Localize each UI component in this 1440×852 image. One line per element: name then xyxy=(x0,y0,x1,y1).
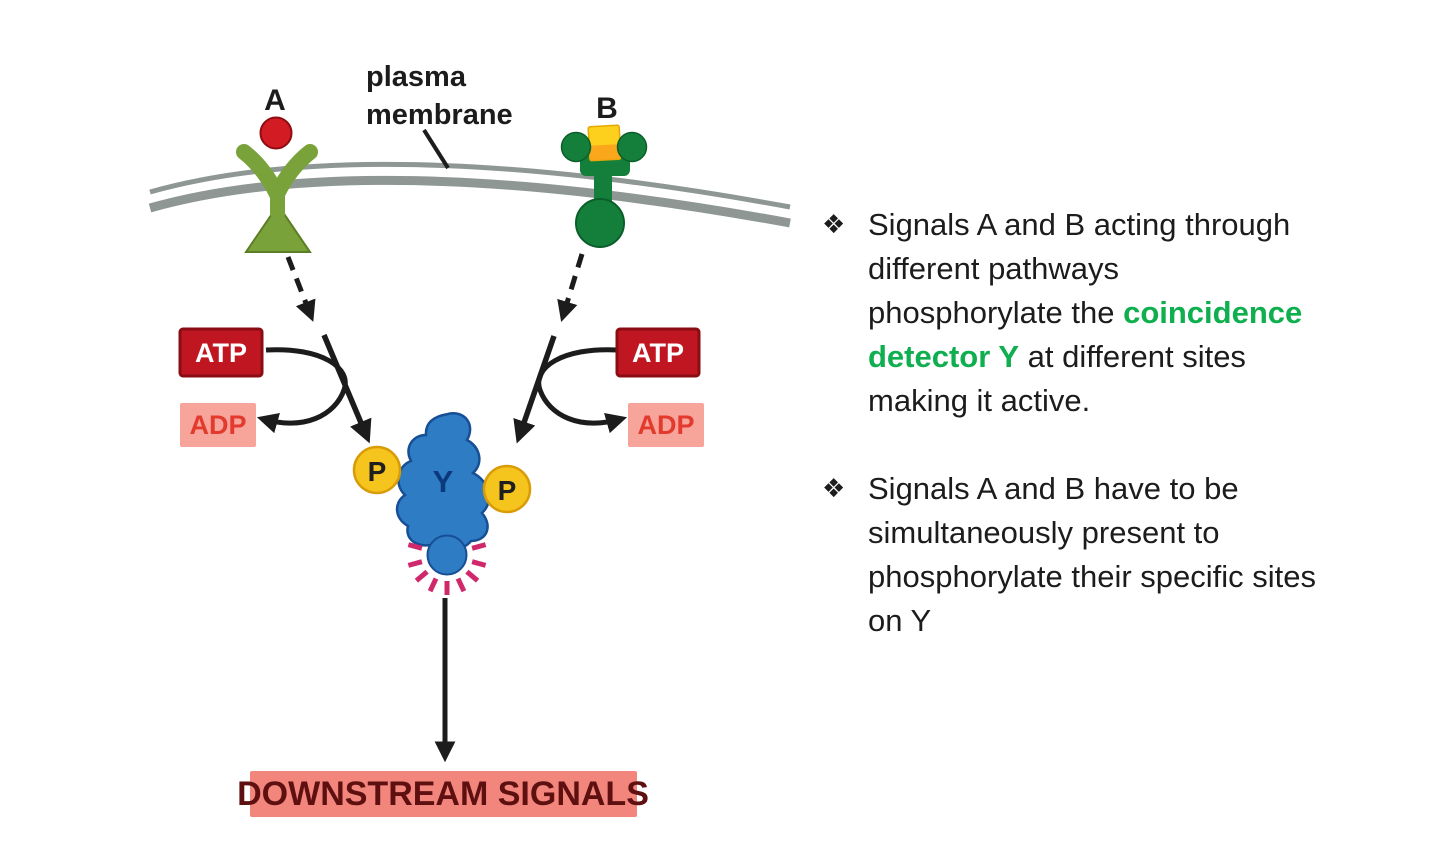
phosphate-label-left: P xyxy=(368,456,387,487)
phosphate-left: P xyxy=(352,445,402,495)
adp-label-right: ADP xyxy=(637,410,694,440)
plasma-membrane-label-line1: plasma xyxy=(366,61,467,93)
receptor-a: A xyxy=(236,84,318,253)
signal-a-label: A xyxy=(264,84,286,117)
adp-label-left: ADP xyxy=(189,410,246,440)
atp-to-adp-arrow-right xyxy=(536,347,628,434)
downstream-signals-box: DOWNSTREAM SIGNALS xyxy=(237,771,649,817)
detector-y-label: Y xyxy=(433,464,454,499)
adp-box-right: ADP xyxy=(628,403,704,447)
pathway-diagram: plasma membrane A B xyxy=(148,61,791,817)
ligand-b-block xyxy=(587,124,622,162)
atp-box-right: ATP xyxy=(615,327,701,378)
ligand-a-ball xyxy=(259,116,293,150)
leader-line xyxy=(422,128,450,170)
atp-to-adp-arrow-left xyxy=(256,347,348,434)
signal-b-label: B xyxy=(596,92,618,125)
signal-a-arrow xyxy=(321,333,372,444)
signal-b-dashed-arrow xyxy=(557,253,585,323)
plasma-membrane xyxy=(148,161,791,228)
detector-y-blob: Y xyxy=(395,412,491,551)
diamond-bullet-icon: ❖ xyxy=(822,474,846,504)
phosphate-right: P xyxy=(482,464,532,514)
atp-label-left: ATP xyxy=(195,338,247,368)
phosphate-label-right: P xyxy=(498,475,517,506)
activation-glow xyxy=(407,534,487,595)
glow-rays-icon xyxy=(407,542,487,595)
plasma-membrane-label: plasma membrane xyxy=(366,61,513,170)
atp-label-right: ATP xyxy=(632,338,684,368)
adp-box-left: ADP xyxy=(180,403,256,447)
downstream-signals-label: DOWNSTREAM SIGNALS xyxy=(237,775,649,813)
diamond-bullet-icon: ❖ xyxy=(822,210,846,240)
atp-box-left: ATP xyxy=(178,327,264,378)
signal-a-dashed-arrow xyxy=(285,256,316,322)
plasma-membrane-label-line2: membrane xyxy=(366,99,513,131)
receptor-b: B xyxy=(560,92,648,248)
signal-b-arrow xyxy=(513,335,557,444)
